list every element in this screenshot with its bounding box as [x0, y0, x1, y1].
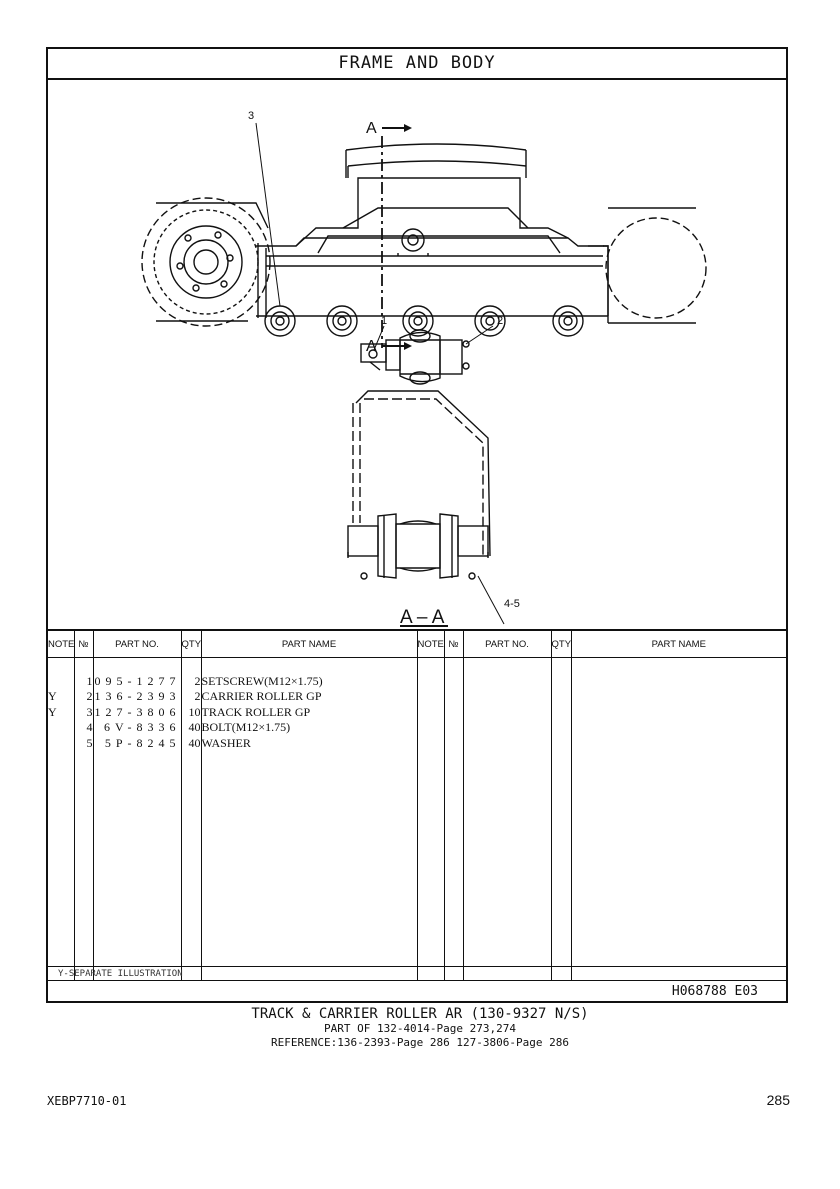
row-part-name: TRACK ROLLER GP — [200, 704, 418, 720]
row-part-number: 095-1277 — [92, 673, 182, 689]
caption-part-of: PART OF 132-4014-Page 273,274 — [323, 1022, 517, 1035]
row-part-name: WASHER — [200, 735, 418, 751]
row-part-name: SETSCREW(M12×1.75) — [200, 673, 418, 689]
drawing-code: H068788 E03 — [48, 980, 786, 1001]
sprocket-drawing — [141, 197, 271, 327]
carrier-roller-drawing — [360, 329, 470, 385]
header-note: NOTE — [48, 629, 75, 658]
table-row: Y 2 136-2393 2 CARRIER ROLLER GP — [48, 689, 786, 705]
row-note: Y — [48, 704, 75, 720]
header-qty: QTY — [180, 629, 202, 658]
row-part-name: BOLT(M12×1.75) — [200, 720, 418, 736]
row-part-number: 127-3806 — [92, 704, 182, 720]
track-frame-drawing — [156, 143, 609, 323]
caption-assembly-title: TRACK & CARRIER ROLLER AR (130-9327 N/S) — [251, 1006, 589, 1022]
row-part-number: 5P-8245 — [92, 735, 182, 751]
section-label-bottom: A — [366, 338, 377, 355]
row-number: 2 — [73, 689, 94, 705]
section-label-top: A — [366, 120, 377, 137]
header-qty-2: QTY — [550, 629, 572, 658]
page-title: FRAME AND BODY — [48, 49, 786, 80]
row-number: 5 — [73, 735, 94, 751]
row-quantity: 40 — [180, 720, 202, 736]
parts-table: NOTE № PART NO. QTY PART NAME NOTE № PAR… — [48, 629, 786, 980]
row-quantity: 40 — [180, 735, 202, 751]
section-view-label: A – A — [400, 607, 445, 628]
row-part-name: CARRIER ROLLER GP — [200, 689, 418, 705]
header-part-name: PART NAME — [200, 629, 418, 658]
row-note — [48, 735, 75, 751]
table-header-row: NOTE № PART NO. QTY PART NAME NOTE № PAR… — [48, 629, 786, 658]
row-note — [48, 673, 75, 689]
row-note: Y — [48, 689, 75, 705]
track-rollers-drawing — [264, 305, 584, 337]
header-no: № — [73, 629, 94, 658]
parts-illustration: 3 A A 1 2 4-5 A – A — [48, 78, 786, 628]
table-row: 4 6V-8336 40 BOLT(M12×1.75) — [48, 720, 786, 736]
row-part-number: 6V-8336 — [92, 720, 182, 736]
callout-1: 1 — [381, 315, 387, 327]
row-quantity: 2 — [180, 673, 202, 689]
header-part-no-2: PART NO. — [462, 629, 552, 658]
row-number: 4 — [73, 720, 94, 736]
row-part-number: 136-2393 — [92, 689, 182, 705]
parts-page-frame: FRAME AND BODY — [46, 47, 788, 1003]
table-row: 1 095-1277 2 SETSCREW(M12×1.75) — [48, 673, 786, 689]
idler-drawing — [605, 207, 707, 324]
document-id: XEBP7710-01 — [47, 1094, 127, 1108]
row-note — [48, 720, 75, 736]
callout-3: 3 — [248, 110, 254, 122]
row-quantity: 10 — [180, 704, 202, 720]
table-row: Y 3 127-3806 10 TRACK ROLLER GP — [48, 704, 786, 720]
table-row: 5 5P-8245 40 WASHER — [48, 735, 786, 751]
row-number: 1 — [73, 673, 94, 689]
row-quantity: 2 — [180, 689, 202, 705]
caption-reference: REFERENCE:136-2393-Page 286 127-3806-Pag… — [270, 1036, 569, 1049]
track-roller-section-drawing — [347, 513, 489, 627]
row-number: 3 — [73, 704, 94, 720]
callout-2: 2 — [497, 315, 503, 327]
separate-illustration-note: Y-SEPARATE ILLUSTRATION — [48, 966, 786, 980]
callout-4-5: 4-5 — [504, 598, 520, 610]
page-number: 285 — [766, 1092, 790, 1108]
illustration-svg: 3 A A 1 2 4-5 A – A — [141, 110, 707, 628]
header-part-name-2: PART NAME — [570, 629, 786, 658]
header-note-2: NOTE — [416, 629, 445, 658]
header-no-2: № — [443, 629, 464, 658]
header-part-no: PART NO. — [92, 629, 182, 658]
carrier-bracket-drawing — [352, 390, 491, 557]
